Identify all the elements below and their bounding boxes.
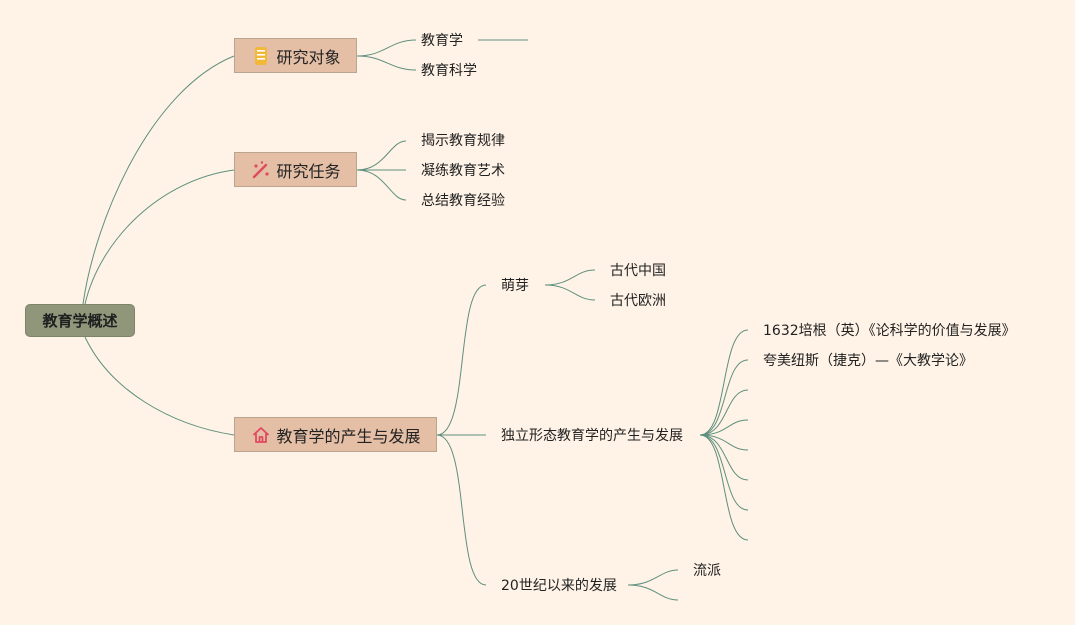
connector-b2-c1 bbox=[356, 140, 407, 171]
connector-root-b3 bbox=[84, 336, 235, 436]
leaf-20th-century[interactable]: 20世纪以来的发展 bbox=[501, 578, 617, 594]
house-icon bbox=[250, 424, 272, 446]
root-node[interactable]: 教育学概述 bbox=[25, 304, 135, 337]
branch-research-task[interactable]: 研究任务 bbox=[234, 152, 357, 187]
leaf-ancient-china[interactable]: 古代中国 bbox=[610, 263, 666, 279]
connector-root-b2 bbox=[84, 169, 235, 305]
leaf-pedagogy[interactable]: 教育学 bbox=[421, 33, 463, 49]
leaf-schools[interactable]: 流派 bbox=[693, 563, 721, 579]
branch-label: 研究对象 bbox=[276, 47, 341, 67]
leaf-summarize-experience[interactable]: 总结教育经验 bbox=[421, 193, 505, 209]
connector-sprout-c2 bbox=[544, 284, 596, 301]
scroll-icon bbox=[250, 45, 272, 67]
branch-research-object[interactable]: 研究对象 bbox=[234, 38, 357, 73]
connector-20c-c2 bbox=[627, 584, 679, 601]
connector-b1-c2 bbox=[356, 55, 417, 71]
branch-label: 教育学的产生与发展 bbox=[276, 426, 421, 446]
connector-b3-c3 bbox=[436, 434, 487, 586]
leaf-sprout[interactable]: 萌芽 bbox=[501, 278, 529, 294]
leaf-comenius[interactable]: 夸美纽斯（捷克）—《大教学论》 bbox=[763, 353, 973, 369]
connector-sprout-c1 bbox=[544, 269, 596, 286]
connector-b2-c3 bbox=[356, 169, 407, 201]
magic-wand-icon bbox=[250, 159, 272, 181]
leaf-independent-form[interactable]: 独立形态教育学的产生与发展 bbox=[501, 428, 683, 444]
connector-b3-c1 bbox=[436, 284, 487, 436]
root-label: 教育学概述 bbox=[42, 312, 118, 330]
leaf-reveal-laws[interactable]: 揭示教育规律 bbox=[421, 133, 505, 149]
connector-b1-c1 bbox=[356, 39, 417, 57]
branch-label: 研究任务 bbox=[276, 161, 341, 181]
branch-origin-development[interactable]: 教育学的产生与发展 bbox=[234, 417, 437, 452]
leaf-ancient-europe[interactable]: 古代欧洲 bbox=[610, 293, 666, 309]
leaf-education-science[interactable]: 教育科学 bbox=[421, 63, 477, 79]
connector-20c-c1 bbox=[627, 569, 679, 586]
leaf-refine-art[interactable]: 凝练教育艺术 bbox=[421, 163, 505, 179]
leaf-bacon[interactable]: 1632培根（英）《论科学的价值与发展》 bbox=[763, 323, 1016, 339]
connector-root-b1 bbox=[82, 55, 235, 305]
